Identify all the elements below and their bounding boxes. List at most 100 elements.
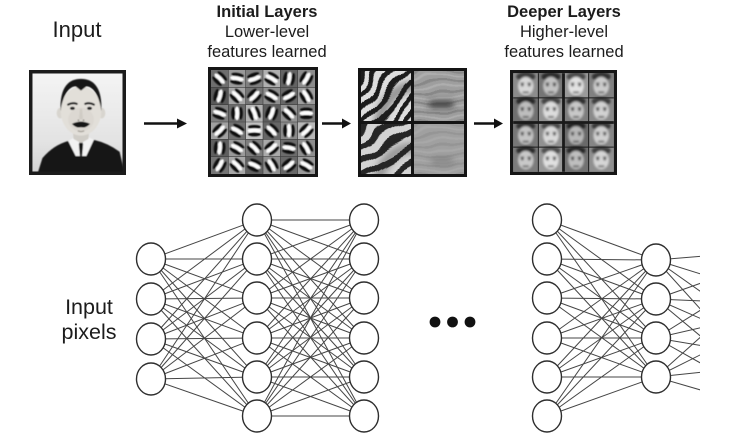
- hidden-layer-2-neuron: [348, 242, 380, 276]
- face-template: [566, 96, 586, 121]
- connection-line: [256, 258, 365, 417]
- gabor-blob: [264, 157, 279, 173]
- connection-line: [546, 259, 657, 417]
- face-template: [541, 72, 561, 96]
- hidden-layer-1-neuron: [241, 203, 273, 237]
- face-template: [591, 72, 611, 96]
- gabor-blob: [264, 89, 280, 103]
- gabor-blob: [229, 123, 245, 138]
- hidden-layer-1-neuron: [241, 360, 273, 394]
- gabor-blob: [247, 88, 262, 104]
- ellipsis-dot: [464, 316, 476, 328]
- gabor-blob: [246, 158, 262, 172]
- connection-line: [256, 219, 365, 378]
- connection-line: [150, 258, 258, 380]
- initial-layers-subtitle-line2: features learned: [207, 43, 327, 61]
- gabor-blob: [247, 106, 261, 121]
- connection-line: [655, 337, 700, 364]
- initial-layers-header: Initial Layers Lower-level features lear…: [186, 2, 348, 62]
- connection-line: [655, 259, 700, 292]
- hidden-layer-4-neuron: [640, 282, 672, 316]
- connection-line: [256, 219, 365, 417]
- input-pixels-label: Input pixels: [39, 295, 139, 345]
- input-layer-neuron: [135, 362, 167, 396]
- hidden-layer-4-neuron: [640, 360, 672, 394]
- gabor-filter-grid: [208, 67, 318, 177]
- connection-lines: [150, 219, 700, 417]
- hidden-layer-3-neuron: [531, 281, 563, 315]
- connection-line: [546, 219, 657, 261]
- gabor-blob: [231, 106, 243, 121]
- input-layer-neuron: [135, 322, 167, 356]
- face-template: [566, 72, 586, 96]
- connection-line: [546, 259, 657, 339]
- gabor-blob: [299, 71, 314, 87]
- gabor-blob: [212, 157, 227, 173]
- hidden-layer-2-neuron: [348, 203, 380, 237]
- texture-grid-borders: [358, 68, 467, 177]
- connection-line: [546, 259, 657, 378]
- gabor-blob: [265, 106, 279, 121]
- connection-line: [256, 297, 365, 417]
- input-pixels-line1: Input: [65, 295, 113, 319]
- connection-line: [655, 336, 700, 378]
- hidden-layer-3-neuron: [531, 360, 563, 394]
- deeper-layers-subtitle-line1: Higher-level: [519, 23, 609, 41]
- face-template: [591, 96, 611, 121]
- hidden-layer-2-neuron: [348, 281, 380, 315]
- connection-line: [150, 337, 258, 380]
- gabor-blob: [264, 123, 279, 138]
- texture-tile: [414, 124, 464, 174]
- connection-line: [655, 298, 700, 337]
- input-pixels-line2: pixels: [61, 320, 117, 344]
- ellipsis-dot: [429, 316, 441, 328]
- connection-line: [655, 255, 700, 261]
- gabor-blob: [298, 158, 314, 173]
- gabor-blob: [247, 124, 262, 137]
- photo-frame: [29, 70, 126, 175]
- connection-line: [256, 337, 365, 417]
- deeper-layers-header: Deeper Layers Higher-level features lear…: [483, 2, 645, 62]
- texture-tile: [414, 71, 464, 121]
- ellipsis-dot: [447, 316, 458, 328]
- gabor-blob: [212, 106, 227, 120]
- gabor-blob: [281, 158, 297, 173]
- gabor-blob: [299, 140, 314, 156]
- gabor-blob: [264, 71, 280, 86]
- input-layer-neuron: [135, 242, 167, 276]
- gabor-blob: [283, 71, 295, 86]
- gabor-blob: [212, 123, 227, 138]
- hidden-layer-3-neuron: [531, 203, 563, 237]
- hidden-layer-2-neuron: [348, 360, 380, 394]
- connection-line: [655, 259, 700, 310]
- input-label: Input: [52, 17, 102, 42]
- face-template: [566, 146, 586, 170]
- portrait-figure: [38, 78, 123, 172]
- gabor-blob: [229, 88, 245, 104]
- faces-border: [510, 70, 617, 175]
- gabor-grid-lines: [211, 70, 315, 174]
- connection-line: [655, 376, 700, 391]
- arrow-right-icon: [322, 118, 351, 129]
- gabor-blob: [282, 142, 296, 154]
- lowlevel-filters-image: [208, 67, 318, 177]
- midlevel-features-image: [358, 68, 467, 177]
- gabor-blob: [212, 71, 227, 86]
- gabor-blob: [281, 106, 297, 121]
- face-feature-grid: [510, 70, 617, 175]
- connection-line: [256, 219, 365, 299]
- gabor-border: [208, 67, 318, 177]
- connection-line: [546, 258, 657, 261]
- hidden-layer-2-neuron: [348, 321, 380, 355]
- texture-tile: [361, 71, 411, 121]
- arrow-right-icon: [474, 118, 503, 129]
- connection-line: [655, 298, 700, 319]
- hidden-layer-1-neuron: [241, 242, 273, 276]
- hidden-layer-3-neuron: [531, 242, 563, 276]
- connection-line: [546, 259, 657, 299]
- gabor-blob: [299, 107, 314, 120]
- connection-line: [655, 337, 700, 346]
- face-grid-lines: [513, 73, 614, 172]
- connection-line: [655, 282, 700, 300]
